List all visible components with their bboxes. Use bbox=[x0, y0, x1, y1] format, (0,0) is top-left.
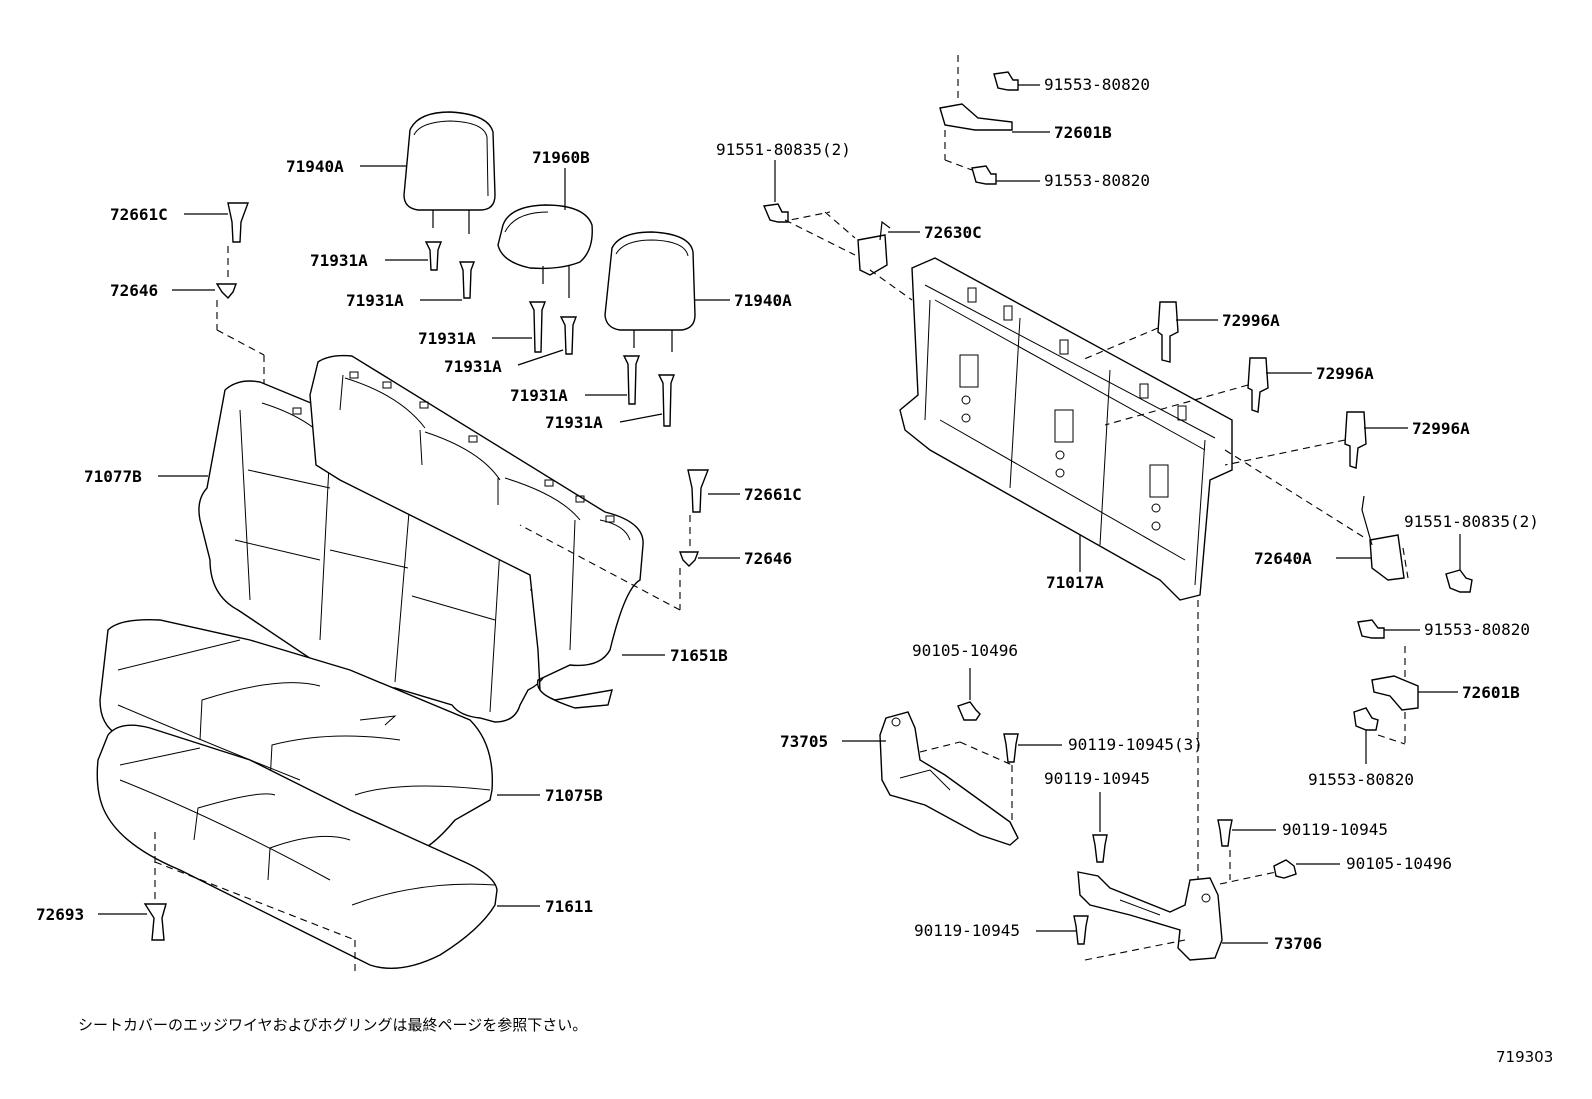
clip-72646-right bbox=[678, 551, 700, 567]
label-73706: 73706 bbox=[1274, 934, 1322, 953]
striker-72601b-lower bbox=[1371, 675, 1419, 711]
bolt-91553-d bbox=[1353, 707, 1379, 731]
bolt-91551-right bbox=[1445, 569, 1473, 593]
bolt-91553-b bbox=[971, 165, 997, 185]
bolt-90119-b bbox=[1092, 834, 1108, 863]
label-71651b: 71651B bbox=[670, 646, 728, 665]
footnote: シートカバーのエッジワイヤおよびホグリングは最終ページを参照下さい。 bbox=[78, 1016, 587, 1034]
bolt-90105-top bbox=[957, 701, 981, 721]
label-71931a-1: 71931A bbox=[310, 251, 368, 270]
label-90119-10945-mid: 90119-10945 bbox=[1044, 769, 1150, 788]
label-71611: 71611 bbox=[545, 897, 593, 916]
seatback-pad-71651b bbox=[309, 354, 644, 709]
label-72601b-1: 72601B bbox=[1054, 123, 1112, 142]
label-72630c: 72630C bbox=[924, 223, 982, 242]
headrest-71940a-left bbox=[403, 111, 496, 234]
label-71931a-3: 71931A bbox=[418, 329, 476, 348]
label-71017a: 71017A bbox=[1046, 573, 1104, 592]
label-71931a-5: 71931A bbox=[510, 386, 568, 405]
label-71940a-1: 71940A bbox=[286, 157, 344, 176]
label-72640a: 72640A bbox=[1254, 549, 1312, 568]
belt-guide-72996a-2 bbox=[1247, 357, 1269, 413]
seat-pad-71611 bbox=[96, 724, 498, 970]
label-72996a-1: 72996A bbox=[1222, 311, 1280, 330]
clip-72693 bbox=[143, 903, 167, 941]
bolt-90105-lower bbox=[1273, 859, 1297, 879]
leader-lines bbox=[98, 84, 1458, 944]
label-71931a-6: 71931A bbox=[545, 413, 603, 432]
headrest-supports bbox=[424, 241, 676, 427]
label-91551-80835-right: 91551-80835(2) bbox=[1404, 512, 1539, 531]
label-90119-10945-3: 90119-10945(3) bbox=[1068, 735, 1203, 754]
clip-72646-left bbox=[215, 283, 238, 300]
headrest-71960b bbox=[497, 204, 593, 298]
label-72646-2: 72646 bbox=[744, 549, 792, 568]
bolt-91551-top bbox=[762, 203, 789, 223]
hinge-73706 bbox=[1077, 871, 1223, 961]
label-90119-10945-right: 90119-10945 bbox=[1282, 820, 1388, 839]
clip-72661c-right bbox=[687, 469, 710, 513]
label-71960b: 71960B bbox=[532, 148, 590, 167]
seatback-frame-71017a bbox=[899, 257, 1233, 601]
label-91553-80820-c: 91553-80820 bbox=[1424, 620, 1530, 639]
striker-72601b-top bbox=[939, 103, 1013, 131]
label-72693: 72693 bbox=[36, 905, 84, 924]
label-91553-80820-b: 91553-80820 bbox=[1044, 171, 1150, 190]
label-71075b: 71075B bbox=[545, 786, 603, 805]
label-91553-80820-d: 91553-80820 bbox=[1308, 770, 1414, 789]
label-72646-1: 72646 bbox=[110, 281, 158, 300]
clip-72661c-left bbox=[227, 202, 250, 243]
label-91553-80820-a: 91553-80820 bbox=[1044, 75, 1150, 94]
bolt-90119-c bbox=[1217, 819, 1233, 847]
label-72661c-2: 72661C bbox=[744, 485, 802, 504]
bolt-91553-a bbox=[993, 71, 1019, 91]
belt-guide-72996a-1 bbox=[1157, 301, 1179, 363]
hinge-73705 bbox=[879, 711, 1019, 846]
figure-number: 719303 bbox=[1496, 1048, 1553, 1066]
bolt-90119-a bbox=[1003, 733, 1019, 763]
label-72996a-2: 72996A bbox=[1316, 364, 1374, 383]
label-90119-10945-lower: 90119-10945 bbox=[914, 921, 1020, 940]
label-71931a-4: 71931A bbox=[444, 357, 502, 376]
lock-72640a bbox=[1361, 495, 1405, 581]
label-72996a-3: 72996A bbox=[1412, 419, 1470, 438]
label-71940a-2: 71940A bbox=[734, 291, 792, 310]
headrest-71940a-right bbox=[604, 231, 696, 352]
label-91551-80835-top: 91551-80835(2) bbox=[716, 140, 851, 159]
label-73705: 73705 bbox=[780, 732, 828, 751]
bolt-90119-d bbox=[1073, 915, 1089, 945]
label-72661c-1: 72661C bbox=[110, 205, 168, 224]
label-71931a-2: 71931A bbox=[346, 291, 404, 310]
label-72601b-2: 72601B bbox=[1462, 683, 1520, 702]
label-90105-10496-top: 90105-10496 bbox=[912, 641, 1018, 660]
label-71077b: 71077B bbox=[84, 467, 142, 486]
lock-72630c bbox=[857, 220, 891, 276]
belt-guide-72996a-3 bbox=[1344, 411, 1367, 469]
label-90105-10496-lower: 90105-10496 bbox=[1346, 854, 1452, 873]
bolt-91553-c bbox=[1357, 619, 1385, 639]
